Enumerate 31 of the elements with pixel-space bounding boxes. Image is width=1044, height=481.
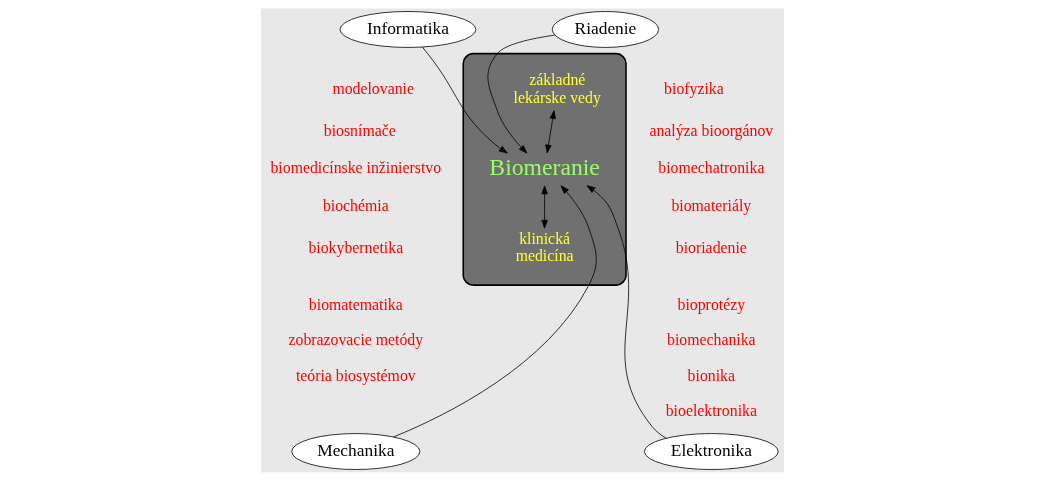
label: bionika	[687, 366, 735, 384]
label: analýza bioorgánov	[648, 121, 773, 139]
node-ellipse: Elektronika	[643, 433, 779, 470]
node-ellipse: Mechanika	[290, 433, 420, 470]
arrow	[586, 185, 667, 439]
label: teória biosystémov	[295, 366, 416, 384]
label: biomateriály	[670, 196, 751, 214]
label: modelovanie	[331, 79, 414, 97]
node-text: klinická medicína	[515, 230, 574, 265]
node-ellipse: Informatika	[339, 11, 476, 48]
arrow	[544, 110, 556, 154]
label: biomatematika	[308, 295, 403, 313]
node-ellipse: Riadenie	[551, 11, 659, 48]
arrow	[487, 34, 555, 154]
label: bioprotézy	[677, 295, 745, 313]
label: bioelektronika	[665, 402, 757, 420]
label: biomedicínske inžinierstvo	[269, 159, 441, 177]
label: zobrazovacie metódy	[287, 331, 423, 349]
label: biosnímače	[323, 121, 396, 139]
arrow	[392, 185, 597, 438]
label: bioriadenie	[675, 238, 747, 256]
label: biokybernetika	[307, 238, 403, 256]
cluster	[461, 52, 627, 286]
label: biomechanika	[666, 331, 756, 349]
arrow	[540, 185, 548, 229]
arrow	[421, 46, 508, 154]
node-text: Biomeranie	[488, 154, 600, 181]
label: biochémia	[322, 196, 389, 214]
label: biomechatronika	[657, 159, 764, 177]
node-text: základné lekárske vedy	[513, 71, 601, 106]
label: biofyzika	[663, 79, 724, 97]
